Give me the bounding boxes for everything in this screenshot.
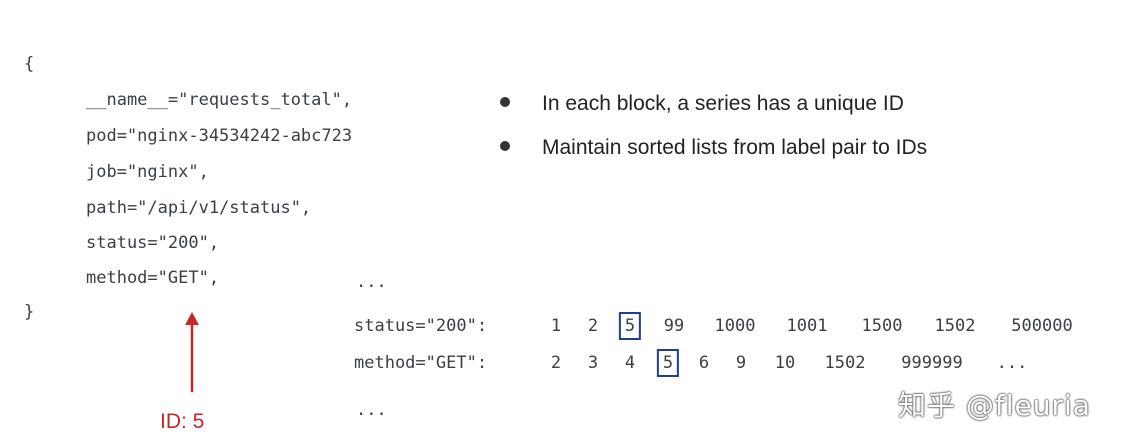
label-path: path="/api/v1/status", bbox=[86, 198, 312, 218]
bullet-text: Maintain sorted lists from label pair to… bbox=[542, 136, 928, 159]
posting-id: 1 bbox=[550, 316, 562, 336]
highlighted-id: 5 bbox=[618, 312, 642, 340]
bullet-dot-icon bbox=[500, 97, 510, 107]
posting-id: ... bbox=[996, 353, 1028, 373]
ellipsis-top: ... bbox=[356, 272, 387, 292]
posting-id: 4 bbox=[624, 353, 636, 373]
posting-id: 1001 bbox=[786, 316, 828, 336]
watermark: 知乎 @fleuria bbox=[898, 389, 1091, 422]
label-pod: pod="nginx-34534242-abc723 bbox=[86, 126, 353, 146]
posting-id: 10 bbox=[774, 353, 796, 373]
posting-id: 1502 bbox=[934, 316, 976, 336]
bullet-item: Maintain sorted lists from label pair to… bbox=[496, 136, 927, 180]
posting-id: 500000 bbox=[1011, 316, 1073, 336]
up-arrow-icon bbox=[185, 312, 199, 392]
posting-id: 99 bbox=[663, 316, 685, 336]
posting-id: 999999 bbox=[901, 353, 963, 373]
posting-id: 2 bbox=[550, 353, 562, 373]
posting-id: 1500 bbox=[861, 316, 903, 336]
ellipsis-bottom: ... bbox=[356, 400, 387, 420]
label-status: status="200", bbox=[86, 233, 220, 253]
posting-id: 2 bbox=[587, 316, 599, 336]
bullet-dot-icon bbox=[500, 141, 510, 151]
highlighted-id: 5 bbox=[656, 349, 680, 377]
label-name: __name__="requests_total", bbox=[86, 90, 353, 110]
posting-id: 9 bbox=[735, 353, 747, 373]
posting-id: 1502 bbox=[824, 353, 866, 373]
open-brace: { bbox=[24, 54, 35, 74]
posting-id: 3 bbox=[587, 353, 599, 373]
label-job: job="nginx", bbox=[86, 162, 209, 182]
posting-id: 6 bbox=[698, 353, 710, 373]
label-method: method="GET", bbox=[86, 268, 220, 288]
bullet-list: In each block, a series has a unique ID … bbox=[496, 92, 927, 180]
posting-key-status: status="200": bbox=[354, 316, 488, 336]
bullet-text: In each block, a series has a unique ID bbox=[542, 92, 904, 115]
posting-key-method: method="GET": bbox=[354, 353, 488, 373]
posting-id: 1000 bbox=[714, 316, 756, 336]
id-annotation-label: ID: 5 bbox=[160, 410, 205, 433]
close-brace: } bbox=[24, 302, 35, 322]
bullet-item: In each block, a series has a unique ID bbox=[496, 92, 927, 136]
